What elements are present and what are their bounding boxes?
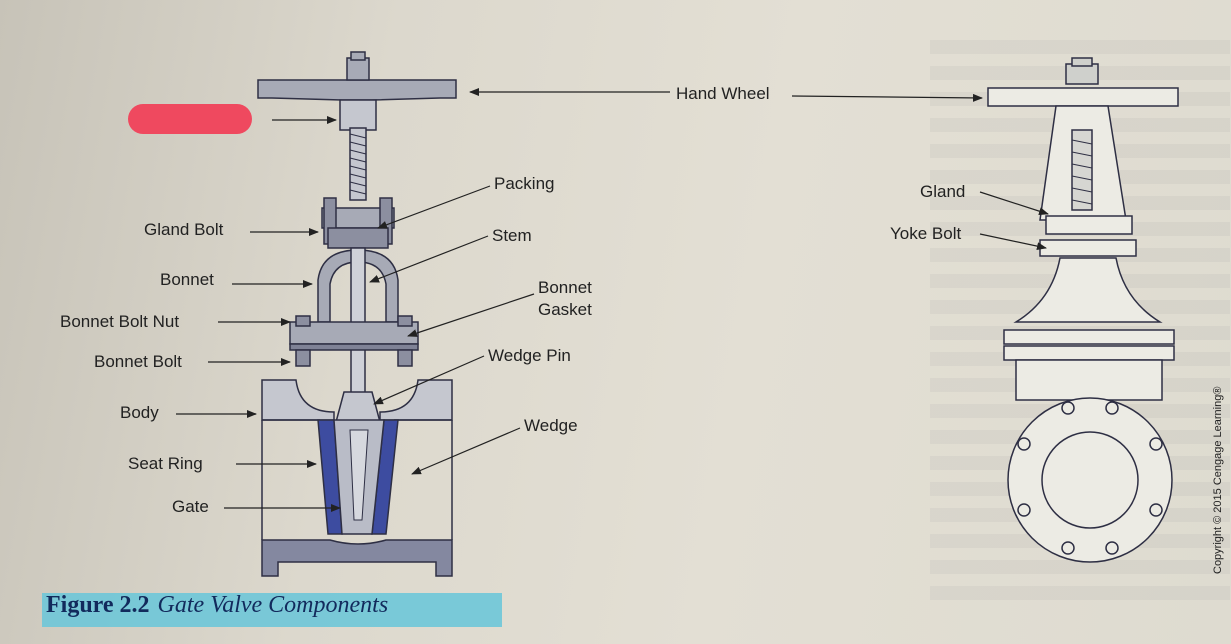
label-seat-ring: Seat Ring	[128, 454, 203, 473]
stem-threads	[349, 133, 367, 195]
ext-bonnet	[1013, 257, 1163, 323]
ext-bolt-hole	[1105, 541, 1119, 555]
hand-wheel-rim	[257, 79, 457, 101]
arrow-bonnet-gasket	[407, 293, 535, 337]
label-bonnet-bolt-nut: Bonnet Bolt Nut	[60, 312, 180, 331]
label-bonnet: Bonnet	[160, 270, 214, 289]
threaded-stem	[349, 127, 367, 201]
stem-nut	[346, 57, 370, 81]
ext-bolt-hole	[1149, 503, 1163, 517]
arrow-hand-wheel-right	[791, 93, 983, 102]
body-outline	[261, 419, 453, 540]
label-hand-wheel: Hand Wheel	[676, 84, 770, 103]
ext-stem-top	[1071, 57, 1093, 67]
label-gland-bolt: Gland Bolt	[144, 220, 224, 239]
arrow-gland	[979, 191, 1049, 216]
exterior-view	[987, 57, 1179, 563]
arrow-yoke-bolt	[979, 233, 1047, 251]
ext-body-flange-top	[1003, 329, 1175, 345]
valve-body	[261, 379, 453, 421]
label-bonnet-gasket-2: Gasket	[538, 300, 592, 319]
ext-bolt-hole	[1149, 437, 1163, 451]
label-gate: Gate	[172, 497, 209, 516]
bonnet-gasket	[289, 343, 419, 351]
ext-hand-wheel	[987, 87, 1179, 107]
caption-highlight	[42, 593, 502, 627]
label-bonnet-bolt: Bonnet Bolt	[94, 352, 182, 371]
ext-body	[1015, 359, 1163, 401]
ext-bore	[1041, 431, 1139, 529]
label-packing: Packing	[494, 174, 555, 193]
gate-center	[349, 429, 369, 521]
ext-gland	[1045, 215, 1133, 235]
label-body: Body	[120, 403, 159, 422]
body-base	[261, 539, 453, 577]
stem-nut-top	[350, 51, 366, 61]
redaction-mark	[128, 104, 252, 134]
ext-yoke-flange	[1039, 239, 1137, 257]
arrow-wedge	[411, 427, 521, 475]
arrow-stem	[369, 235, 489, 283]
ext-bolt-hole	[1017, 437, 1031, 451]
ext-bolt-hole	[1061, 541, 1075, 555]
label-wedge-pin: Wedge Pin	[488, 346, 571, 365]
label-gland: Gland	[920, 182, 966, 201]
bonnet-bolt-left	[295, 349, 311, 367]
yoke-sleeve	[339, 99, 377, 131]
figure-number: Figure 2.2	[46, 592, 150, 618]
label-wedge: Wedge	[524, 416, 578, 435]
section-view	[257, 51, 457, 577]
ext-body-flange-bottom	[1003, 345, 1175, 361]
leader-lines	[176, 88, 1049, 512]
bonnet-bolt-nut-right	[397, 315, 413, 327]
arrow-packing	[377, 185, 491, 229]
bonnet-bolt-nut-left	[295, 315, 311, 327]
packing-box	[327, 227, 389, 249]
wedge-head	[335, 391, 381, 423]
label-bonnet-gasket-1: Bonnet	[538, 278, 592, 297]
figure-title: Gate Valve Components	[157, 592, 389, 618]
ext-stem-nut	[1065, 63, 1099, 85]
ext-bolt-hole	[1061, 401, 1075, 415]
ext-bolt-hole	[1105, 401, 1119, 415]
bonnet-bolt-right	[397, 349, 413, 367]
label-yoke-bolt: Yoke Bolt	[890, 224, 962, 243]
ext-bolt-hole	[1017, 503, 1031, 517]
copyright-notice: Copyright © 2015 Cengage Learning®	[1212, 386, 1224, 574]
ext-stem-threads	[1071, 139, 1093, 205]
figure-caption: Figure 2.2 Gate Valve Components	[46, 592, 388, 619]
ext-threaded-stem	[1071, 129, 1093, 211]
label-stem: Stem	[492, 226, 532, 245]
arrow-wedge-pin	[373, 355, 485, 405]
